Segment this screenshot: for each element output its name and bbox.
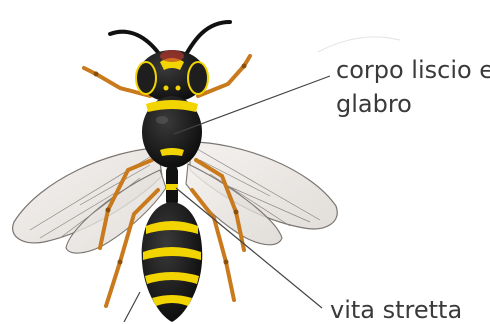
label-body-line-1: corpo liscio e	[336, 56, 490, 84]
wasp-abdomen	[142, 202, 203, 322]
right-wings	[186, 142, 337, 245]
label-waist: vita stretta	[330, 296, 462, 324]
leader-line-stub	[124, 292, 140, 322]
decorative-arc	[318, 37, 400, 52]
wasp-thorax	[142, 96, 202, 168]
wasp-head	[136, 50, 208, 102]
label-body-line-2: glabro	[336, 90, 412, 118]
